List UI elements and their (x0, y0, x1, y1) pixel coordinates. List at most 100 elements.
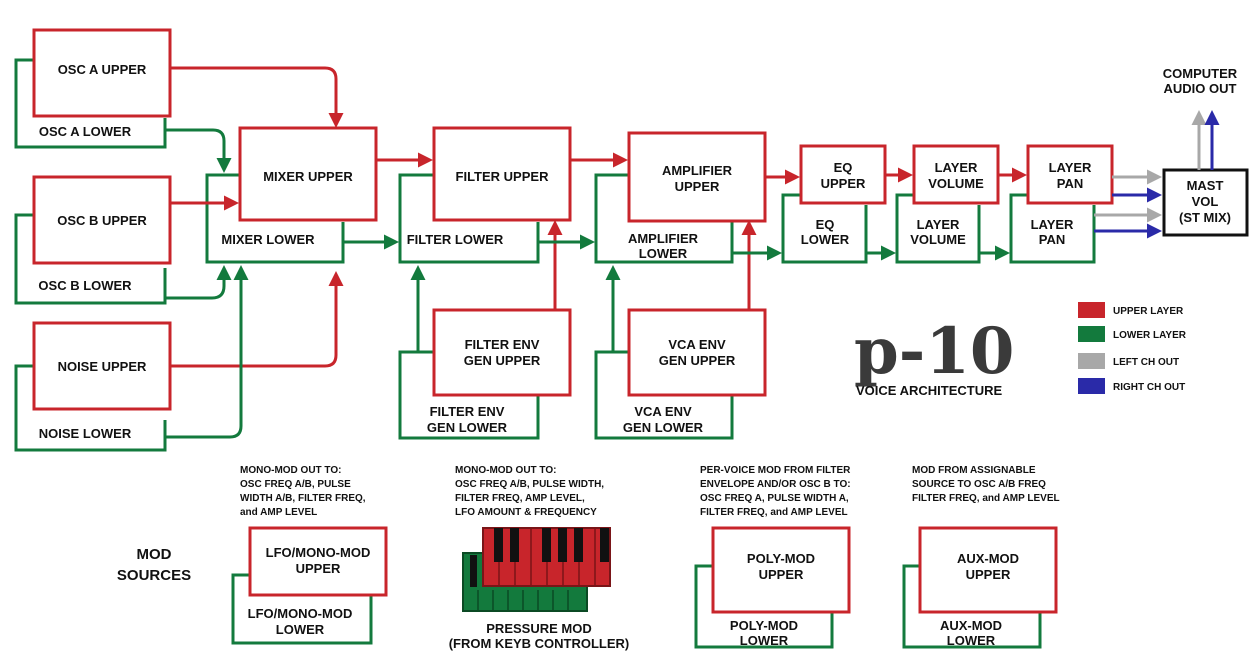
filter-upper-label: FILTER UPPER (456, 169, 550, 184)
poly-desc-2: ENVELOPE AND/OR OSC B TO: (700, 479, 851, 490)
filter-lower-box (398, 173, 540, 264)
lfo-desc-4: and AMP LEVEL (240, 507, 317, 518)
lfo-lower-box (231, 573, 373, 645)
legend-swatch-right (1078, 378, 1105, 394)
lfo-lower-label-1: LFO/MONO-MOD (248, 606, 353, 621)
filter-upper-box (432, 126, 572, 222)
aux-desc-2: SOURCE TO OSC A/B FREQ (912, 479, 1046, 490)
mod-sources-title-1: MOD (137, 546, 172, 563)
lfo-desc-2: OSC FREQ A/B, PULSE (240, 479, 351, 490)
osc-a-lower-label: OSC A LOWER (39, 124, 132, 139)
aux-lower-label-2: LOWER (947, 633, 996, 648)
mod-sources-title-2: SOURCES (117, 567, 191, 584)
mixer-upper-box (238, 126, 378, 222)
keyboard-lower-keys (477, 590, 569, 610)
vol-upper-label-1: LAYER (935, 160, 978, 175)
eq-lower-label-2: LOWER (801, 232, 850, 247)
poly-upper-label-2: UPPER (759, 567, 804, 582)
amp-lower-label-2: LOWER (639, 246, 688, 261)
aux-upper-box (918, 526, 1058, 614)
legend-label-left: LEFT CH OUT (1113, 357, 1179, 368)
osc-a-upper-box (32, 28, 172, 118)
pan-lower-box (1009, 193, 1096, 264)
osc-a-upper-label: OSC A UPPER (58, 62, 147, 77)
mast-vol-box (1162, 168, 1249, 237)
lfo-upper-label-2: UPPER (296, 561, 341, 576)
eq-upper-label-2: UPPER (821, 176, 866, 191)
p10-logo: p-10 (854, 314, 1014, 389)
keyboard-upper-black-keys (494, 528, 609, 562)
legend: UPPER LAYER LOWER LAYER LEFT CH OUT RIGH… (1078, 302, 1187, 394)
arrow-osc-b-lower-to-mixer (165, 265, 232, 300)
poly-desc-4: FILTER FREQ, and AMP LEVEL (700, 507, 848, 518)
poly-upper-box (711, 526, 851, 614)
poly-lower-label-1: POLY-MOD (730, 618, 798, 633)
lfo-upper-label-1: LFO/MONO-MOD (266, 545, 371, 560)
aux-upper-label-2: UPPER (966, 567, 1011, 582)
legend-swatch-upper (1078, 302, 1105, 318)
fenv-upper-label-1: FILTER ENV (465, 337, 540, 352)
pressure-desc-1: MONO-MOD OUT TO: (455, 465, 556, 476)
fenv-upper-box (432, 308, 572, 397)
lfo-lower-label-2: LOWER (276, 622, 325, 637)
keyboard-icon (462, 527, 611, 612)
noise-lower-box (14, 364, 167, 452)
vol-lower-label-1: LAYER (917, 217, 960, 232)
pan-upper-box (1026, 144, 1114, 205)
legend-swatch-lower (1078, 326, 1105, 342)
osc-b-lower-box (14, 213, 167, 305)
computer-out-label-2: AUDIO OUT (1164, 81, 1237, 96)
poly-lower-label-2: LOWER (740, 633, 789, 648)
amp-lower-label-1: AMPLIFIER (628, 231, 699, 246)
osc-b-upper-label: OSC B UPPER (57, 213, 147, 228)
osc-a-lower-box (14, 58, 167, 149)
amp-upper-label-2: UPPER (675, 179, 720, 194)
lfo-upper-box (248, 526, 388, 597)
osc-b-upper-box (32, 175, 172, 265)
aux-desc-1: MOD FROM ASSIGNABLE (912, 465, 1036, 476)
voice-architecture-subtitle: VOICE ARCHITECTURE (856, 383, 1002, 398)
vol-upper-label-2: VOLUME (928, 176, 984, 191)
fenv-lower-label-1: FILTER ENV (430, 404, 505, 419)
legend-label-right: RIGHT CH OUT (1113, 382, 1185, 393)
pressure-desc-4: LFO AMOUNT & FREQUENCY (455, 507, 597, 518)
arrow-noise-to-mixer-upper (170, 271, 344, 368)
aux-lower-box (902, 564, 1042, 649)
vol-lower-box (895, 193, 981, 264)
vol-lower-label-2: VOLUME (910, 232, 966, 247)
vol-upper-box (912, 144, 1000, 205)
eq-upper-label-1: EQ (834, 160, 853, 175)
venv-upper-box (627, 308, 767, 397)
amp-upper-box (627, 131, 767, 223)
amp-lower-box (594, 173, 734, 264)
mixer-lower-box (205, 173, 345, 264)
venv-lower-label-1: VCA ENV (634, 404, 692, 419)
pressure-label-2: (FROM KEYB CONTROLLER) (449, 636, 630, 651)
aux-lower-label-1: AUX-MOD (940, 618, 1002, 633)
mast-label-2: VOL (1192, 194, 1219, 209)
pressure-desc-3: FILTER FREQ, AMP LEVEL, (455, 493, 585, 504)
legend-label-upper: UPPER LAYER (1113, 306, 1184, 317)
fenv-lower-box (398, 350, 540, 440)
lfo-desc-1: MONO-MOD OUT TO: (240, 465, 341, 476)
poly-desc-3: OSC FREQ A, PULSE WIDTH A, (700, 493, 849, 504)
legend-swatch-left (1078, 353, 1105, 369)
pan-upper-label-1: LAYER (1049, 160, 1092, 175)
pan-lower-label-1: LAYER (1031, 217, 1074, 232)
pressure-desc-2: OSC FREQ A/B, PULSE WIDTH, (455, 479, 604, 490)
aux-upper-label-1: AUX-MOD (957, 551, 1019, 566)
venv-lower-label-2: GEN LOWER (623, 420, 704, 435)
venv-upper-label-2: GEN UPPER (659, 353, 736, 368)
noise-lower-label: NOISE LOWER (39, 426, 132, 441)
mixer-lower-label: MIXER LOWER (221, 232, 315, 247)
pan-upper-label-2: PAN (1057, 176, 1083, 191)
noise-upper-label: NOISE UPPER (58, 359, 147, 374)
poly-upper-label-1: POLY-MOD (747, 551, 815, 566)
osc-b-lower-label: OSC B LOWER (38, 278, 132, 293)
aux-desc-3: FILTER FREQ, and AMP LEVEL (912, 493, 1060, 504)
eq-lower-box (781, 193, 868, 264)
amp-upper-label-1: AMPLIFIER (662, 163, 733, 178)
poly-lower-box (694, 564, 834, 649)
arrow-osc-a-to-mixer-upper (170, 66, 344, 128)
